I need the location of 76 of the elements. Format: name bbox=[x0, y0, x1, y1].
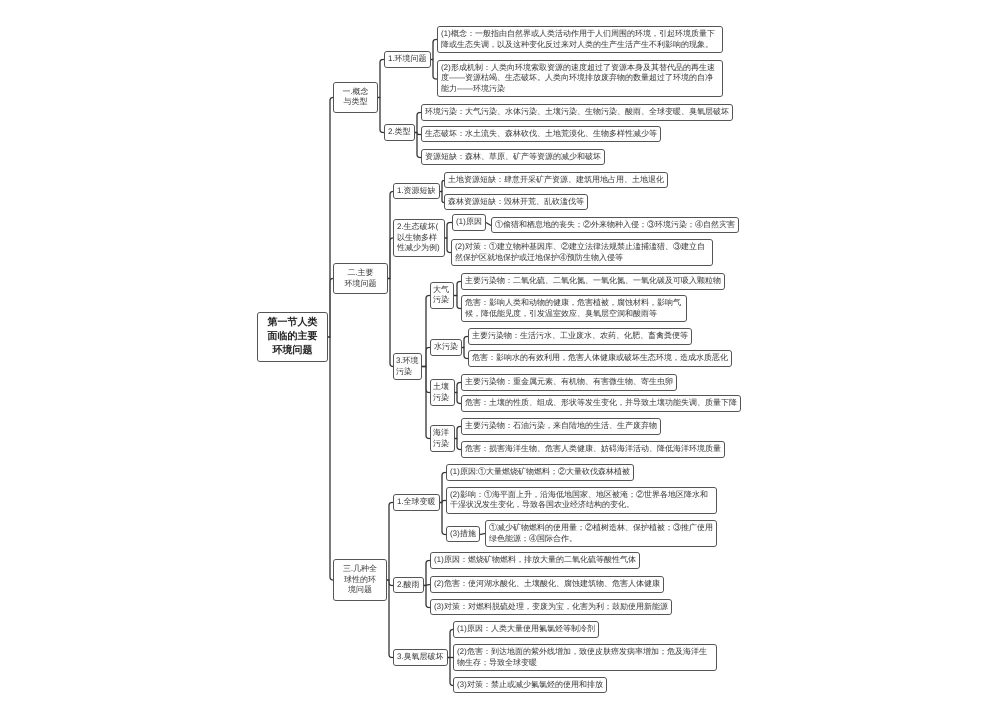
subtopic-box: 2.类型 bbox=[384, 124, 415, 140]
detail-box: ①偷猎和栖息地的丧失；②外来物种入侵；③环境污染；④自然灾害 bbox=[491, 216, 739, 233]
subtopic-box: 3.环境污染 bbox=[393, 353, 422, 380]
subtopic-box: 土壤污染 bbox=[430, 379, 455, 406]
connector-line bbox=[445, 237, 451, 254]
subtopic-box: 1.资源短缺 bbox=[393, 182, 440, 199]
subtopic-box: 大气污染 bbox=[430, 282, 454, 308]
detail-box: ①减少矿物燃料的使用量；②植树造林、保护植被；③推广使用绿色能源；④国际合作。 bbox=[485, 520, 717, 547]
branch-box: 二.主要环境问题 bbox=[333, 263, 388, 294]
detail-box: 生态破坏：水土流失、森林砍伐、土地荒漠化、生物多样性减少等 bbox=[421, 126, 661, 142]
detail-box: 主要污染物：石油污染，来自陆地的生活、生产废弃物 bbox=[461, 418, 661, 434]
central-topic-box: 第一节人类面临的主要环境问题 bbox=[257, 312, 328, 362]
connector-line bbox=[328, 278, 334, 338]
connector-line bbox=[440, 190, 445, 204]
detail-box: (2)对策：①建立物种基因库、②建立法律法规禁止滥捕滥猎、③建立自然保护区就地保护或迁地保护④预防生物入侵等 bbox=[451, 239, 713, 266]
connector-line bbox=[455, 426, 461, 440]
branch-box: 一.概念与类型 bbox=[333, 82, 378, 112]
detail-box: (2)危害：使河湖水酸化、土壤酸化、腐蚀建筑物、危害人体健康 bbox=[430, 576, 664, 592]
connector-line bbox=[388, 278, 394, 368]
connector-line bbox=[415, 112, 421, 134]
connector-line bbox=[448, 628, 454, 658]
detail-box: (2)影响：①海平面上升，沿海低地国家、地区被淹；②世界各地区降水和干湿状况发生变化，导致各国农业经济结构的变化。 bbox=[446, 486, 717, 514]
connector-line bbox=[440, 180, 445, 192]
subtopic-box: 1.全球变暖 bbox=[393, 494, 440, 510]
subtopic-box: 2.生态破坏(以生物多样性减少为例) bbox=[393, 219, 445, 256]
detail-box: 资源短缺：森林、草原、矿产等资源的减少和破坏 bbox=[421, 148, 605, 165]
subtopic-box: 海洋污染 bbox=[430, 425, 455, 452]
connector-line bbox=[387, 579, 394, 658]
detail-box: (1)原因：燃烧矿物燃料，排放大量的二氧化硫等酸性气体 bbox=[430, 552, 640, 568]
detail-box: 土地资源短缺：肆意开采矿产资源、建筑用地占用、土地退化 bbox=[444, 172, 668, 188]
branch-box: 三.几种全球性的环境问题 bbox=[333, 559, 387, 600]
connector-line bbox=[422, 366, 430, 440]
detail-box: (1)原因:①大量燃烧矿物燃料；②大量砍伐森林植被 bbox=[446, 464, 634, 480]
connector-line bbox=[455, 438, 461, 450]
subtopic-box: (1)原因 bbox=[452, 214, 486, 230]
connector-line bbox=[387, 502, 394, 581]
detail-box: 主要污染物：二氧化硫、二氧化氮、一氧化氮、一氧化碳及可吸入颗粒物 bbox=[461, 273, 725, 290]
detail-box: (2)形成机制：人类向环境索取资源的速度超过了资源本身及其替代品的再生速度——资源枯竭、生态破坏。人类向环境排放废弃物的数量超过了环境的自净能力——环境污染 bbox=[437, 60, 723, 97]
detail-box: 危害：影响人类和动物的健康，危害植被，腐蚀材料，影响气候，降低能见度，引发温室效应、臭氧层空洞和酸雨等 bbox=[461, 295, 687, 322]
detail-box: (1)原因：人类大量使用氟氯烃等制冷剂 bbox=[453, 621, 599, 638]
connector-line bbox=[431, 58, 437, 80]
connector-line bbox=[415, 132, 422, 158]
detail-box: 主要污染物：重金属元素、有机物、有害微生物、寄生虫卵 bbox=[461, 374, 677, 390]
connector-line bbox=[455, 392, 461, 404]
connector-line bbox=[462, 346, 468, 360]
detail-box: 森林资源短缺：毁林开荒、乱砍滥伐等 bbox=[444, 194, 588, 210]
subtopic-box: (3)措施 bbox=[446, 526, 480, 542]
subtopic-box: 1.环境问题 bbox=[384, 51, 431, 68]
detail-box: 危害：损害海洋生物、危害人类健康、妨碍海洋活动、降低海洋环境质量 bbox=[461, 441, 725, 458]
subtopic-box: 水污染 bbox=[430, 339, 462, 356]
connector-line bbox=[454, 294, 461, 310]
subtopic-box: 2.酸雨 bbox=[393, 576, 424, 593]
connector-line bbox=[328, 336, 334, 581]
connector-line bbox=[424, 560, 430, 586]
detail-box: (1)概念：一般指由自然界或人类活动作用于人们周围的环境，引起环境质量下降或生态失调，以及这种变化反过来对人类的生产生活产生不利影响的现象。 bbox=[437, 26, 723, 53]
connector-line bbox=[440, 502, 446, 536]
connector-line bbox=[388, 237, 394, 280]
connector-line bbox=[448, 656, 454, 686]
detail-box: 危害：土壤的性质、组成、形状等发生变化，并导致土壤功能失调、质量下降 bbox=[461, 395, 741, 412]
connector-line bbox=[480, 532, 486, 536]
connector-line bbox=[378, 58, 384, 98]
detail-box: (2)危害：到达地面的紫外线增加，致使皮肤癌发病率增加；危及海洋生物生存；导致全球变暖 bbox=[453, 644, 717, 671]
detail-box: 危害：影响水的有效利用，危害人体健康或破坏生态环境，造成水质恶化 bbox=[468, 350, 732, 366]
detail-box: (3)对策：禁止或减少氟氯烃的使用和排放 bbox=[453, 676, 607, 693]
detail-box: 环境污染：大气污染、水体污染、土壤污染、生物污染、酸雨、全球变暖、臭氧层破坏 bbox=[421, 104, 733, 120]
connector-line bbox=[462, 336, 468, 348]
detail-box: 主要污染物：生活污水、工业废水、农药、化肥、畜禽粪便等 bbox=[468, 328, 692, 344]
connector-line bbox=[455, 382, 461, 394]
connector-line bbox=[445, 222, 452, 239]
connector-line bbox=[454, 280, 461, 296]
connector-line bbox=[486, 222, 492, 226]
subtopic-box: 3.臭氧层破坏 bbox=[393, 649, 448, 666]
detail-box: (3)对策：对燃料脱硫处理，变废为宝，化害为利；鼓励使用新能源 bbox=[430, 598, 672, 615]
connector-line bbox=[440, 472, 446, 504]
connector-line bbox=[431, 38, 437, 60]
connector-line bbox=[378, 96, 384, 134]
